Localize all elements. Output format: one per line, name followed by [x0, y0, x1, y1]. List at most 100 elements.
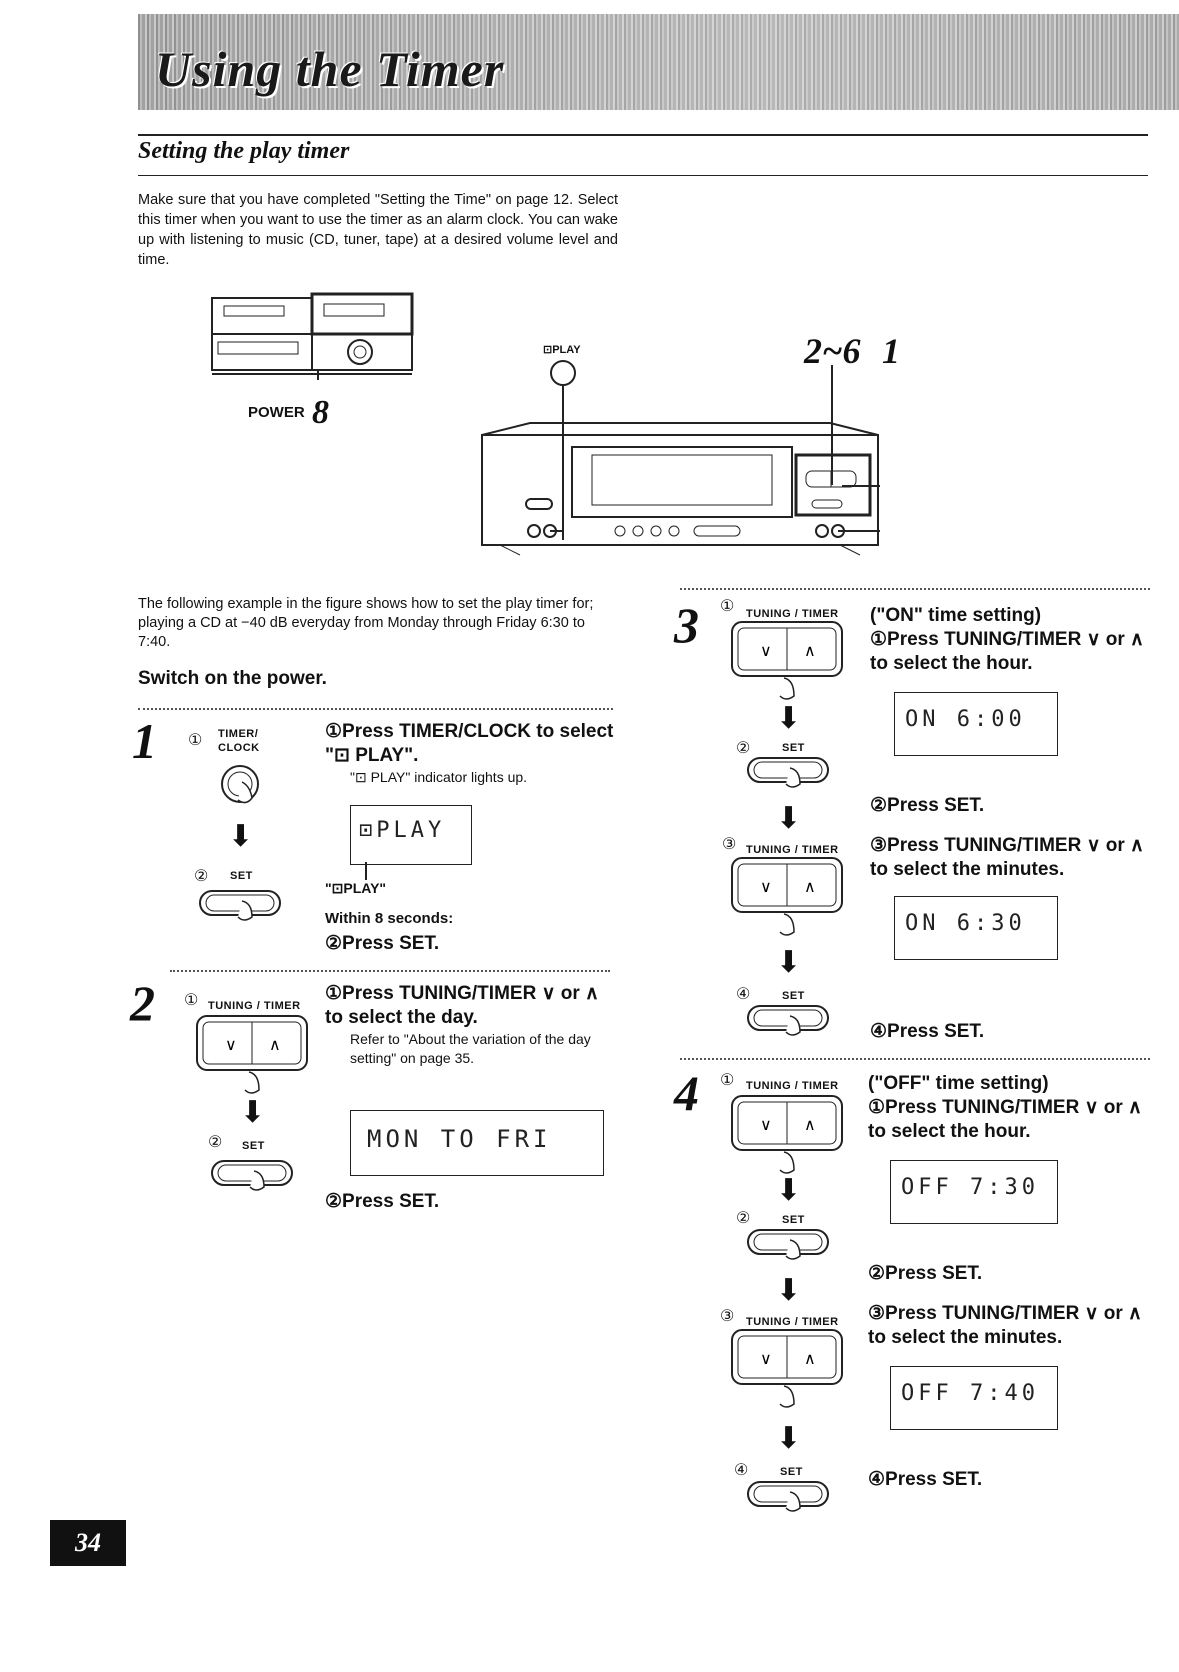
arrow-down-icon: ⬇: [776, 1274, 802, 1307]
set-button-icon[interactable]: [746, 1476, 836, 1516]
lcd-display: OFF 7:30: [890, 1160, 1058, 1224]
svg-text:∧: ∧: [804, 1351, 816, 1368]
lcd-text: MON TO FRI: [367, 1125, 552, 1153]
play-button-label: ⊡PLAY: [543, 344, 581, 356]
step-circle-number: ①: [720, 1072, 735, 1089]
step3-instruction-4: ④Press SET.: [870, 1021, 985, 1042]
step-number: 1: [132, 713, 157, 769]
button-label-set: SET: [780, 1466, 803, 1478]
step3-heading: ("ON" time setting): [870, 605, 1042, 626]
arrow-down-icon: ⬇: [240, 1096, 266, 1129]
svg-text:∧: ∧: [269, 1037, 281, 1054]
tuning-timer-button-icon[interactable]: ∨ ∧: [730, 620, 850, 710]
set-button-icon[interactable]: [746, 1224, 836, 1264]
tuning-timer-button-icon[interactable]: ∨ ∧: [730, 1328, 850, 1418]
step-circle-number: ③: [720, 1308, 735, 1325]
set-button-icon[interactable]: [198, 885, 288, 925]
section-rule: [138, 175, 1148, 176]
step2-instruction-2: ②Press SET.: [325, 1191, 440, 1212]
step-circle-number: ②: [736, 1210, 751, 1227]
title-banner: [138, 14, 1179, 110]
step3-instruction-1: ①Press TUNING/TIMER ∨ or ∧ to select the…: [870, 629, 1144, 674]
divider-dots: [170, 970, 610, 972]
step-one-label: 1: [882, 331, 900, 371]
step-circle-number: ②: [208, 1134, 223, 1151]
lcd-display: ON 6:00: [894, 692, 1058, 756]
button-label-timer-clock: TIMER/ CLOCK: [218, 728, 260, 754]
set-button-icon[interactable]: [746, 1000, 836, 1040]
arrow-down-icon: ⬇: [776, 1174, 802, 1207]
svg-text:∧: ∧: [804, 879, 816, 896]
svg-text:∨: ∨: [225, 1037, 237, 1054]
button-label-set: SET: [782, 742, 805, 754]
svg-text:∨: ∨: [760, 879, 772, 896]
lcd-display: MON TO FRI: [350, 1110, 604, 1176]
step1-note: "⊡ PLAY" indicator lights up.: [350, 769, 528, 785]
step1-instruction-1: ①Press TIMER/CLOCK to select "⊡ PLAY".: [325, 721, 614, 766]
arrow-down-icon: ⬇: [228, 820, 254, 853]
top-rule: [138, 134, 1148, 136]
button-label-tuning-timer: TUNING / TIMER: [746, 1080, 839, 1092]
step-circle-number: ①: [184, 992, 199, 1009]
lcd-display: ON 6:30: [894, 896, 1058, 960]
lcd-caption: "⊡PLAY": [325, 880, 387, 896]
svg-text:∧: ∧: [804, 1117, 816, 1134]
button-label-tuning-timer: TUNING / TIMER: [208, 1000, 301, 1012]
step-circle-number: ②: [736, 740, 751, 757]
arrow-down-icon: ⬇: [776, 802, 802, 835]
button-label-tuning-timer: TUNING / TIMER: [746, 844, 839, 856]
example-text: The following example in the figure show…: [138, 596, 594, 650]
button-label-set: SET: [782, 1214, 805, 1226]
step3-instruction-2: ②Press SET.: [870, 795, 985, 816]
divider-dots: [138, 708, 613, 710]
tuning-timer-button-icon[interactable]: ∨ ∧: [195, 1014, 315, 1104]
lcd-display: ⊡PLAY: [350, 805, 472, 865]
title-banner-overlay: [138, 14, 1179, 110]
step-circle-number: ④: [734, 1462, 749, 1479]
step-circle-number: ②: [194, 868, 209, 885]
timer-clock-button-icon[interactable]: [218, 762, 268, 812]
svg-text:∧: ∧: [804, 643, 816, 660]
step-circle-number: ④: [736, 986, 751, 1003]
steps-range-label: 2~6: [804, 331, 861, 371]
step-number: 3: [674, 597, 699, 653]
lcd-text: ON 6:00: [905, 707, 1026, 732]
lcd-text: ⊡PLAY: [359, 818, 446, 843]
lcd-text: OFF 7:30: [901, 1175, 1039, 1200]
arrow-down-icon: ⬇: [776, 946, 802, 979]
step3-instruction-3: ③Press TUNING/TIMER ∨ or ∧ to select the…: [870, 835, 1144, 880]
button-label-tuning-timer: TUNING / TIMER: [746, 608, 839, 620]
step4-instruction-1: ①Press TUNING/TIMER ∨ or ∧ to select the…: [868, 1097, 1142, 1142]
divider-dots: [680, 588, 1150, 590]
set-button-icon[interactable]: [210, 1155, 300, 1195]
arrow-down-icon: ⬇: [776, 702, 802, 735]
section-title: Setting the play timer: [138, 138, 350, 164]
tuning-timer-button-icon[interactable]: ∨ ∧: [730, 1094, 850, 1184]
svg-text:∨: ∨: [760, 1351, 772, 1368]
page-title: Using the Timer: [155, 41, 505, 97]
step-circle-number: ③: [722, 836, 737, 853]
step2-note: Refer to "About the variation of the day…: [350, 1031, 591, 1066]
arrow-down-icon: ⬇: [776, 1422, 802, 1455]
button-label-tuning-timer: TUNING / TIMER: [746, 1316, 839, 1328]
stereo-system-illustration: [211, 292, 414, 380]
within-seconds-note: Within 8 seconds:: [325, 910, 454, 927]
step-circle-number: ①: [188, 732, 203, 749]
set-button-icon[interactable]: [746, 752, 836, 792]
svg-text:∨: ∨: [760, 643, 772, 660]
divider-dots: [680, 1058, 1150, 1060]
step-number: 2: [130, 975, 155, 1031]
switch-power-heading: Switch on the power.: [138, 668, 327, 689]
lcd-display: OFF 7:40: [890, 1366, 1058, 1430]
svg-text:∨: ∨: [760, 1117, 772, 1134]
lcd-text: OFF 7:40: [901, 1381, 1039, 1406]
step-circle-number: ①: [720, 598, 735, 615]
step4-instruction-3: ③Press TUNING/TIMER ∨ or ∧ to select the…: [868, 1303, 1142, 1348]
tuning-timer-button-icon[interactable]: ∨ ∧: [730, 856, 850, 946]
lcd-pointer-line: [365, 862, 367, 880]
step4-instruction-4: ④Press SET.: [868, 1469, 983, 1490]
step-number: 4: [674, 1065, 699, 1121]
button-label-set: SET: [242, 1140, 265, 1152]
lcd-text: ON 6:30: [905, 911, 1026, 936]
step1-instruction-2: ②Press SET.: [325, 933, 440, 954]
